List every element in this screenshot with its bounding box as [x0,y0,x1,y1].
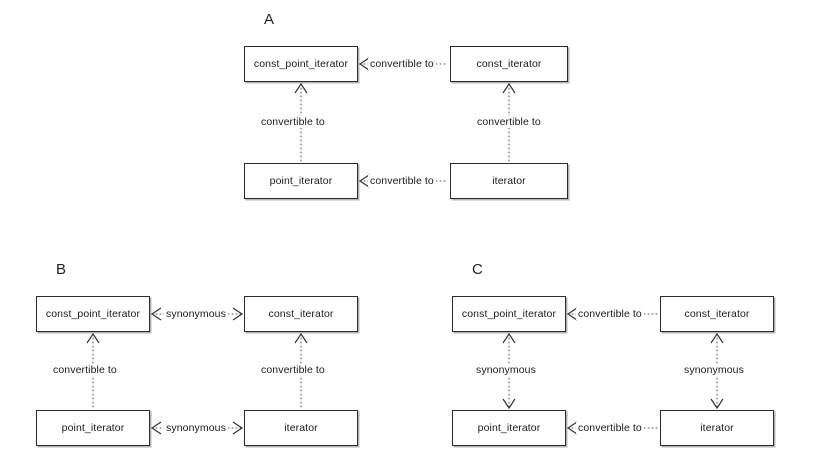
panel-b-node-const-iterator[interactable]: const_iterator [244,296,358,332]
panel-a-edge-right-vertical [501,82,517,163]
node-label: const_iterator [684,308,750,320]
panel-c-node-point-iterator[interactable]: point_iterator [452,410,566,446]
node-label: point_iterator [269,175,333,187]
node-label: const_iterator [476,58,542,70]
panel-b-node-point-iterator[interactable]: point_iterator [36,410,150,446]
panel-a-edge-right-vertical-label: convertible to [475,116,543,128]
panel-c-node-const-iterator[interactable]: const_iterator [660,296,774,332]
node-label: iterator [492,175,526,187]
panel-c: C const_point_iterator const_iterator po… [416,250,813,457]
panel-a-edge-left-vertical-label: convertible to [259,116,327,128]
panel-a: A const_point_iterator const_iterator po… [244,11,568,199]
panel-c-node-const-point-iterator[interactable]: const_point_iterator [452,296,566,332]
node-label: const_point_iterator [45,308,141,320]
panel-b-label: B [56,261,67,278]
panel-b-edge-bottom-horizontal-label: synonymous [164,422,228,434]
panel-b-edge-top-horizontal-label: synonymous [164,308,228,320]
panel-a-node-point-iterator[interactable]: point_iterator [244,163,358,199]
panel-a-node-iterator[interactable]: iterator [450,163,568,199]
node-label: const_point_iterator [461,308,557,320]
panel-c-edge-top-horizontal-label: convertible to [576,308,644,320]
node-label: point_iterator [477,422,541,434]
panel-c-node-iterator[interactable]: iterator [660,410,774,446]
panel-a-node-const-iterator[interactable]: const_iterator [450,46,568,82]
panel-b-edge-right-vertical-label: convertible to [259,364,327,376]
node-label: point_iterator [61,422,125,434]
panel-b-edge-left-vertical-label: convertible to [51,364,119,376]
panel-b: B const_point_iterator const_iterator po… [0,250,400,457]
panel-c-edge-left-vertical-label: synonymous [474,364,538,376]
panel-b-node-const-point-iterator[interactable]: const_point_iterator [36,296,150,332]
panel-a-node-const-point-iterator[interactable]: const_point_iterator [244,46,358,82]
node-label: iterator [700,422,734,434]
panel-c-label: C [472,261,484,278]
panel-c-edge-right-vertical-label: synonymous [682,364,746,376]
node-label: const_point_iterator [253,58,349,70]
panel-b-node-iterator[interactable]: iterator [244,410,358,446]
panel-a-label: A [264,11,275,28]
panel-a-edge-left-vertical [293,82,309,163]
panel-a-edge-bottom-horizontal-label: convertible to [368,175,436,187]
panel-c-edge-bottom-horizontal-label: convertible to [576,422,644,434]
panel-a-edge-top-horizontal-label: convertible to [368,58,436,70]
node-label: const_iterator [268,308,334,320]
node-label: iterator [284,422,318,434]
